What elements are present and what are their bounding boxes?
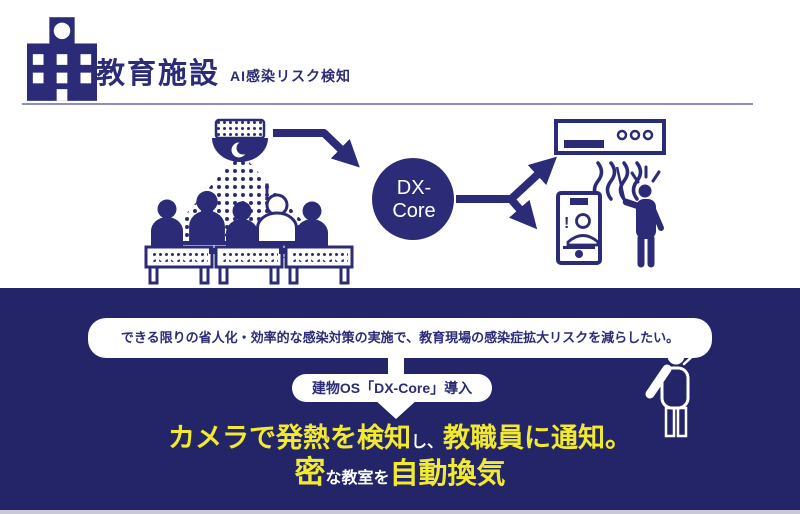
headline-text: 密 bbox=[294, 455, 326, 491]
hand-raised-person-icon bbox=[645, 339, 704, 438]
headline-text: 自動換気 bbox=[389, 458, 506, 491]
desk-icon bbox=[214, 245, 284, 285]
headline-line1: カメラで発熱を検知し、教職員に通知。 bbox=[0, 422, 800, 454]
solution-headline: カメラで発熱を検知し、教職員に通知。 密な教室を自動換気 bbox=[0, 422, 800, 492]
back-desk-edge bbox=[180, 241, 234, 245]
air-conditioner-icon bbox=[554, 119, 666, 155]
exclamation-icon: ! bbox=[263, 179, 271, 206]
headline-text: し、 bbox=[410, 434, 443, 451]
page-subtitle: AI感染リスク検知 bbox=[230, 68, 351, 84]
teacher-icon bbox=[615, 165, 664, 268]
student-icon bbox=[151, 199, 183, 246]
bottom-edge-strip bbox=[0, 510, 800, 514]
school-building-icon bbox=[27, 17, 97, 101]
headline-text: な教室を bbox=[325, 470, 390, 488]
wish-speech-bubble: できる限りの省人化・効率的な感染対策の実施で、教育現場の感染症拡大リスクを減らし… bbox=[88, 318, 712, 358]
arrow-split-icon bbox=[456, 156, 557, 230]
back-desk-edge bbox=[249, 241, 305, 245]
fever-detected-student-icon: ! bbox=[256, 179, 298, 246]
smartphone-alert-icon: ! bbox=[556, 191, 602, 265]
desk-icon bbox=[144, 245, 214, 285]
exclamation-icon: ! bbox=[564, 215, 569, 232]
dx-core-node: DX- Core bbox=[372, 158, 454, 240]
desk-icon bbox=[284, 245, 354, 285]
headline-text: カメラで発熱を検知 bbox=[167, 423, 411, 453]
arrow-camera-to-dxcore-icon bbox=[273, 129, 360, 168]
pointer-stick-icon bbox=[615, 166, 627, 204]
down-arrow-icon bbox=[374, 399, 418, 419]
desk-joint bbox=[279, 248, 285, 254]
header-divider bbox=[22, 103, 753, 105]
flow-illustration: ! DX- Core bbox=[144, 118, 666, 285]
alert-sparks-icon bbox=[630, 165, 661, 184]
page-title: 教育施設 bbox=[96, 58, 221, 90]
desk-joint bbox=[209, 248, 215, 254]
dx-core-adoption-pill: 建物OS「DX-Core」導入 bbox=[292, 374, 492, 402]
security-camera-icon bbox=[212, 118, 268, 162]
dx-core-label-line1: DX- bbox=[397, 177, 431, 199]
airflow-icon bbox=[592, 161, 643, 201]
solution-band: できる限りの省人化・効率的な感染対策の実施で、教育現場の感染症拡大リスクを減らし… bbox=[0, 288, 800, 510]
dx-core-label-line2: Core bbox=[392, 200, 435, 222]
headline-line2: 密な教室を自動換気 bbox=[0, 454, 800, 492]
headline-text: 教職員に通知。 bbox=[443, 423, 632, 453]
